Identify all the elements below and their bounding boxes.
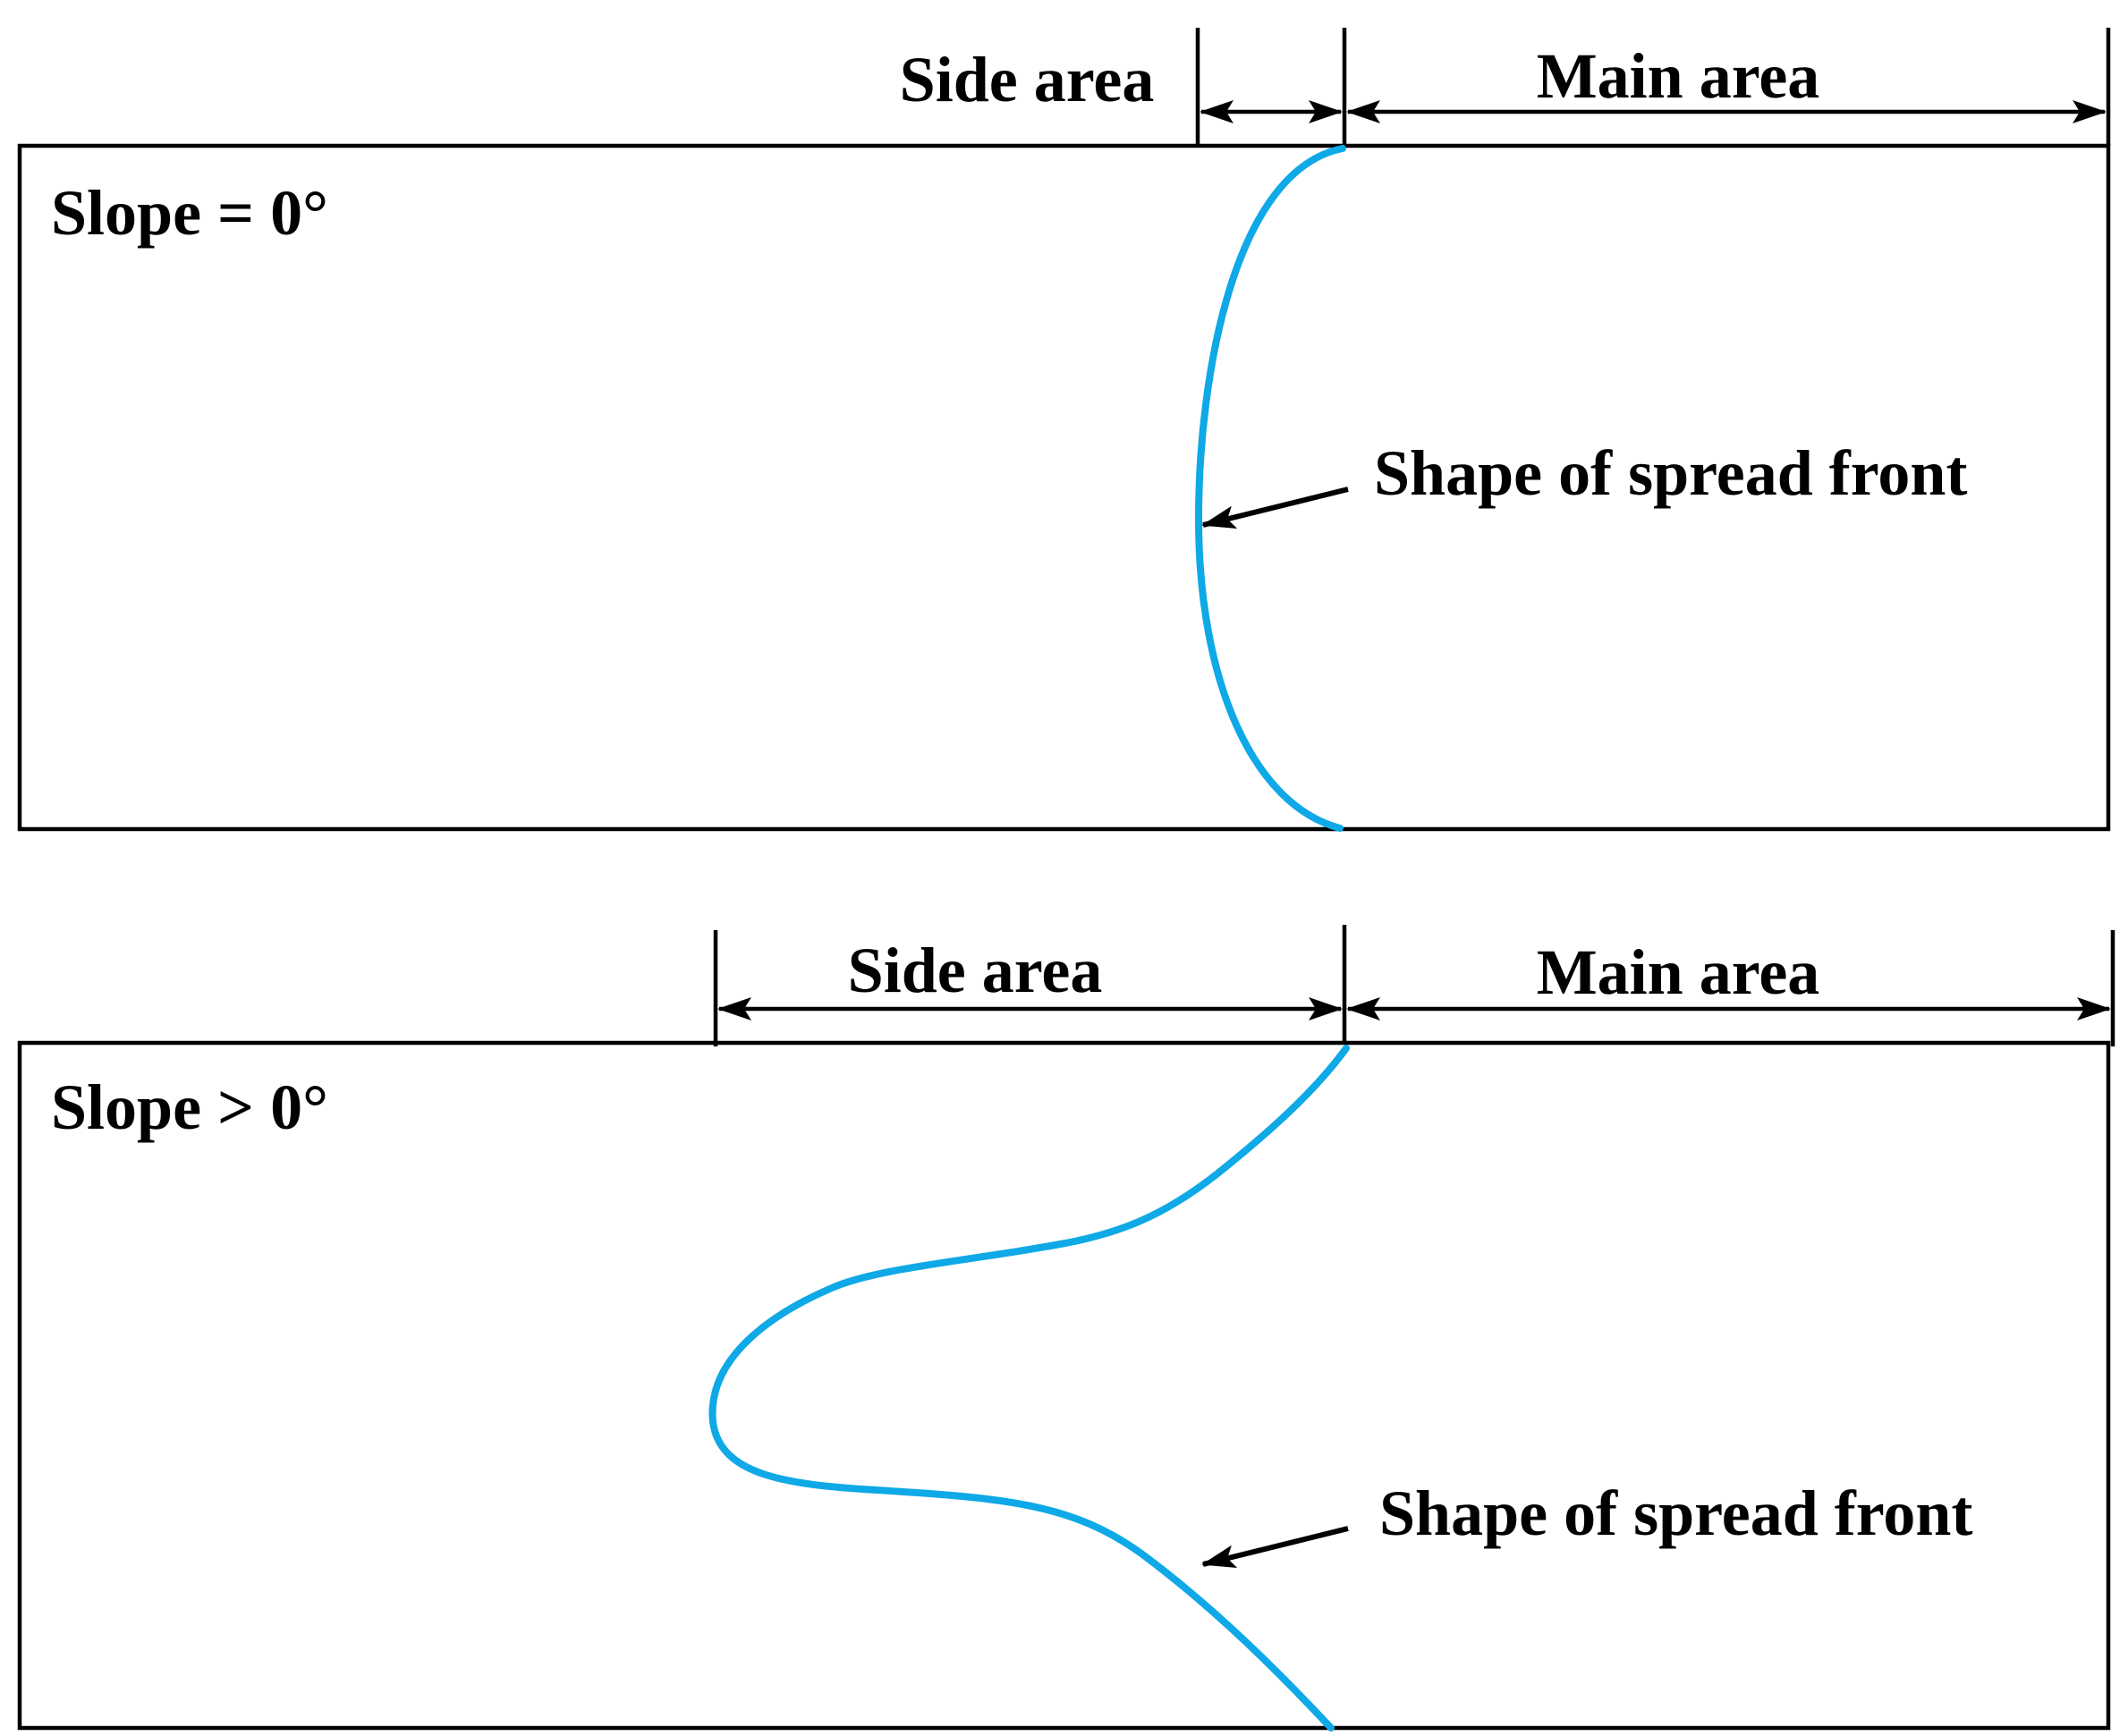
panel-sloped: Side area Main area Slope > 0° Shape of … [17,925,2115,1732]
channel-frame [17,143,2111,832]
main-area-label: Main area [1537,40,1820,112]
side-area-label: Side area [848,935,1103,1006]
spread-front-curve [708,1045,1350,1732]
slope-label: Slope = 0° [51,177,328,249]
front-pointer-arrow [1201,1526,1349,1568]
slope-label: Slope > 0° [51,1071,328,1143]
front-pointer-arrow [1201,487,1349,529]
channel-frame [17,1040,2111,1731]
side-area-label: Side area [900,44,1155,115]
front-label: Shape of spread front [1374,437,1967,509]
main-area-label: Main area [1537,936,1820,1008]
front-label: Shape of spread front [1379,1478,1972,1549]
spread-front-curve [1195,145,1346,832]
panel-flat: Side area Main area Slope = 0° Shape of … [17,28,2111,832]
